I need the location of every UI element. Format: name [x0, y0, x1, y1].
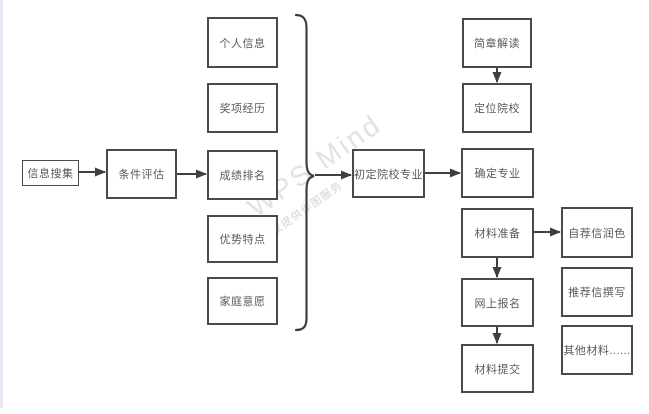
- node-material-preparation[interactable]: 材料准备: [461, 208, 534, 258]
- node-personal-info[interactable]: 个人信息: [207, 17, 278, 68]
- node-brochure-reading[interactable]: 简章解读: [462, 18, 532, 68]
- node-grade-ranking[interactable]: 成绩排名: [207, 150, 278, 200]
- node-family-wishes[interactable]: 家庭意愿: [207, 277, 278, 325]
- node-strengths[interactable]: 优势特点: [207, 215, 278, 263]
- grouping-brace: [294, 13, 315, 332]
- node-online-registration[interactable]: 网上报名: [461, 278, 534, 327]
- node-self-recommendation-letter[interactable]: 自荐信润色: [561, 207, 633, 258]
- node-school-positioning[interactable]: 定位院校: [462, 83, 532, 133]
- node-recommendation-letter[interactable]: 推荐信撰写: [561, 267, 633, 317]
- node-other-materials[interactable]: 其他材料......: [561, 325, 633, 375]
- node-award-experience[interactable]: 奖项经历: [207, 83, 278, 133]
- node-condition-evaluation[interactable]: 条件评估: [106, 149, 177, 199]
- node-major-confirmation[interactable]: 确定专业: [461, 148, 534, 198]
- node-initial-school-major[interactable]: 初定院校专业: [352, 149, 425, 198]
- node-info-gathering[interactable]: 信息搜集: [22, 160, 79, 186]
- node-material-submission[interactable]: 材料提交: [461, 344, 534, 393]
- left-edge-stripe: [0, 0, 3, 408]
